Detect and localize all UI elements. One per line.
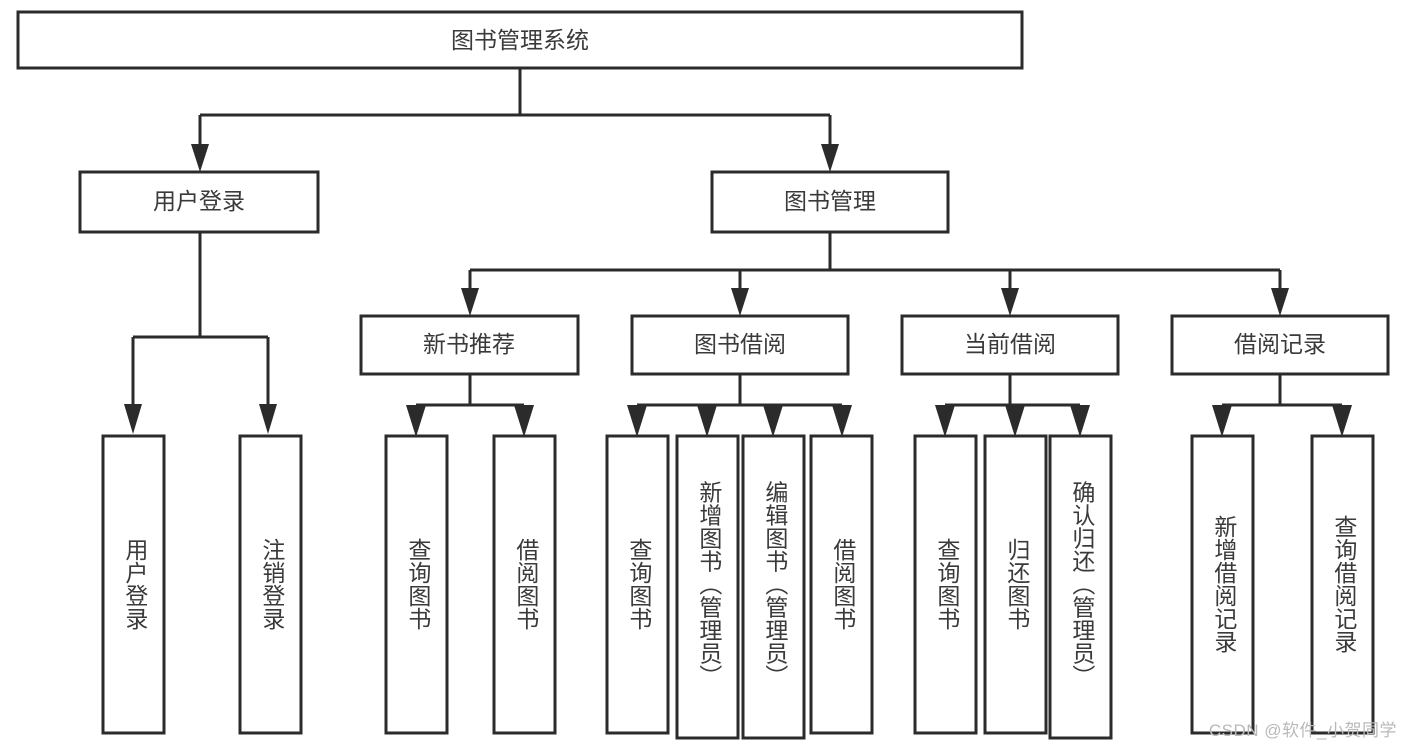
- node-box: [983, 434, 1048, 735]
- node-box: [1170, 314, 1390, 376]
- node-leaf-edit-book[interactable]: 编辑图书（管理员）: [741, 434, 806, 740]
- node-label: 注销登录: [259, 538, 286, 630]
- arrow-head-icon: [832, 405, 852, 437]
- arrow-head-icon: [1070, 405, 1090, 437]
- node-leaf-borrow-book-borrow[interactable]: 借阅图书: [809, 434, 874, 735]
- node-label: 新增图书（管理员）: [696, 481, 723, 688]
- node-box: [900, 314, 1120, 376]
- node-book-borrow[interactable]: 图书借阅: [630, 314, 850, 376]
- node-current-borrow[interactable]: 当前借阅: [900, 314, 1120, 376]
- arrow-head-icon: [191, 144, 209, 172]
- node-label: 借阅图书: [513, 538, 540, 630]
- node-label: 图书管理系统: [451, 27, 589, 53]
- arrow-head-icon: [821, 144, 839, 172]
- arrow-head-icon: [1212, 405, 1232, 437]
- node-root-book-management-system[interactable]: 图书管理系统: [16, 10, 1024, 70]
- node-leaf-query-book-borrow[interactable]: 查询图书: [605, 434, 670, 735]
- node-box: [238, 434, 303, 735]
- node-label: 确认归还（管理员）: [1069, 481, 1096, 688]
- node-borrow-record[interactable]: 借阅记录: [1170, 314, 1390, 376]
- node-label: 当前借阅: [964, 331, 1056, 357]
- arrow-head-icon: [935, 405, 955, 437]
- node-label: 归还图书: [1004, 538, 1031, 630]
- arrow-head-icon: [259, 404, 277, 434]
- node-new-book-recommend[interactable]: 新书推荐: [359, 314, 580, 376]
- node-box: [1048, 434, 1113, 740]
- node-box: [384, 434, 449, 735]
- arrow-head-icon: [763, 405, 783, 437]
- node-label: 借阅记录: [1234, 331, 1326, 357]
- node-box: [101, 434, 166, 735]
- node-box: [605, 434, 670, 735]
- node-book-management[interactable]: 图书管理: [710, 170, 950, 234]
- arrow-head-icon: [124, 404, 142, 434]
- arrow-head-icon: [406, 405, 426, 437]
- arrow-head-icon: [514, 405, 534, 437]
- node-box: [1190, 434, 1255, 735]
- arrow-head-icon: [697, 405, 717, 437]
- node-box: [630, 314, 850, 376]
- arrow-head-icon: [1001, 288, 1019, 316]
- node-label: 图书管理: [784, 188, 876, 214]
- arrow-head-icon: [627, 405, 647, 437]
- node-label: 编辑图书（管理员）: [762, 481, 789, 688]
- node-leaf-confirm-return[interactable]: 确认归还（管理员）: [1048, 434, 1113, 740]
- node-label: 查询图书: [626, 538, 653, 630]
- node-box: [710, 170, 950, 234]
- arrow-head-icon: [1271, 288, 1289, 316]
- node-label: 借阅图书: [830, 538, 857, 630]
- node-label: 新书推荐: [423, 331, 515, 357]
- node-leaf-return-book[interactable]: 归还图书: [983, 434, 1048, 735]
- node-label: 用户登录: [153, 188, 245, 214]
- node-label: 查询图书: [934, 538, 961, 630]
- node-label: 新增借阅记录: [1211, 515, 1238, 653]
- node-label: 图书借阅: [694, 331, 786, 357]
- node-box: [492, 434, 557, 735]
- node-user-login[interactable]: 用户登录: [78, 170, 320, 234]
- node-box: [16, 10, 1024, 70]
- arrow-head-icon: [731, 288, 749, 316]
- node-box: [359, 314, 580, 376]
- node-leaf-query-borrow-record[interactable]: 查询借阅记录: [1310, 434, 1375, 735]
- node-leaf-query-book-recommend[interactable]: 查询图书: [384, 434, 449, 735]
- node-leaf-user-login[interactable]: 用户登录: [101, 434, 166, 735]
- node-leaf-query-book-current[interactable]: 查询图书: [913, 434, 978, 735]
- node-box: [1310, 434, 1375, 735]
- node-leaf-logout[interactable]: 注销登录: [238, 434, 303, 735]
- arrow-head-icon: [461, 288, 479, 316]
- node-label: 查询图书: [405, 538, 432, 630]
- arrow-head-icon: [1332, 405, 1352, 437]
- node-box: [809, 434, 874, 735]
- node-box: [913, 434, 978, 735]
- node-box: [741, 434, 806, 740]
- arrow-head-icon: [1005, 405, 1025, 437]
- node-label: 用户登录: [122, 538, 149, 630]
- node-leaf-borrow-book-recommend[interactable]: 借阅图书: [492, 434, 557, 735]
- node-box: [675, 434, 740, 740]
- node-leaf-add-borrow-record[interactable]: 新增借阅记录: [1190, 434, 1255, 735]
- node-label: 查询借阅记录: [1331, 515, 1358, 653]
- connector-layer: [124, 68, 1352, 437]
- node-box: [78, 170, 320, 234]
- node-leaf-add-book[interactable]: 新增图书（管理员）: [675, 434, 740, 740]
